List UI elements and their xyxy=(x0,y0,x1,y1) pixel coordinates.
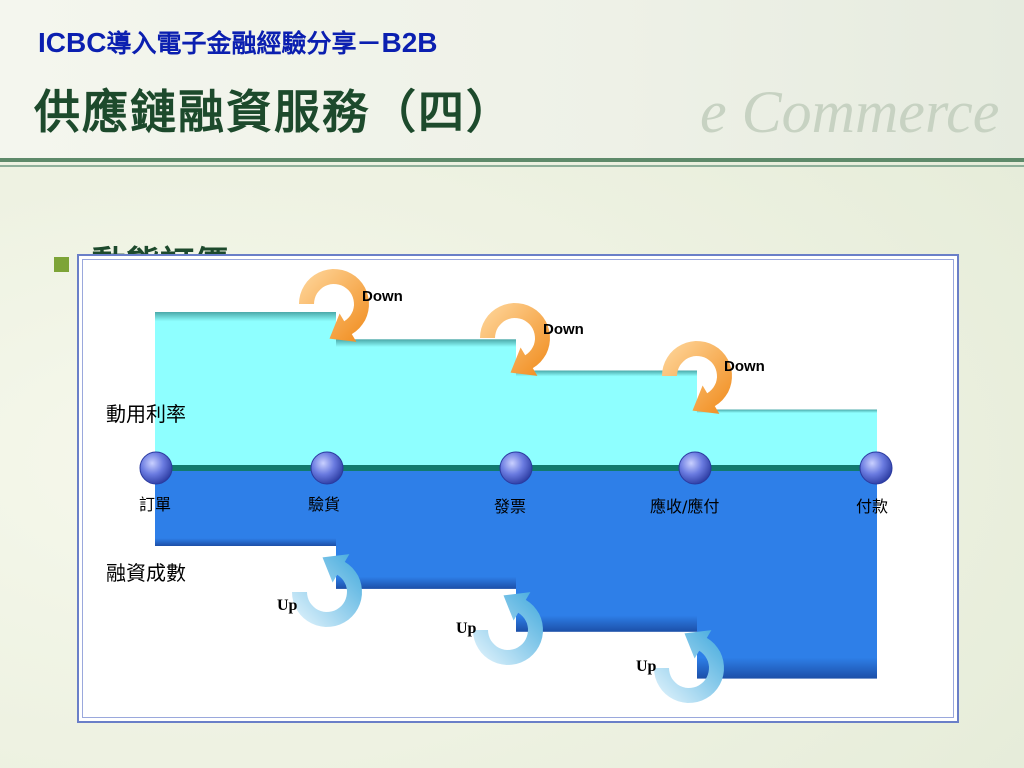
up-label-3: Up xyxy=(636,658,657,675)
up-arrow-icon-3 xyxy=(654,630,724,703)
subtitle-latin: ICBC xyxy=(38,27,107,58)
stage-label-receivable: 應收/應付 xyxy=(650,497,720,516)
down-arrow-icon-2 xyxy=(480,303,550,376)
diagram-frame-inner xyxy=(82,259,954,718)
stage-label-invoice: 發票 xyxy=(494,497,527,516)
up-arrow-icon-3-shape xyxy=(654,630,724,703)
up-arrow-icon-2-shape xyxy=(473,592,543,665)
rate-label: 動用利率 xyxy=(106,402,186,426)
down-label-1: Down xyxy=(362,288,403,305)
financing-step-1 xyxy=(155,468,336,546)
down-arrows xyxy=(299,269,732,414)
rate-step-4 xyxy=(697,409,877,468)
header-band xyxy=(0,0,1024,160)
up-arrow-icon-2 xyxy=(473,592,543,665)
down-arrow-icon-2-shape xyxy=(480,303,550,376)
down-arrow-icon-3 xyxy=(662,341,732,414)
financing-step-4 xyxy=(697,468,877,679)
stage-label-order: 訂單 xyxy=(139,495,172,514)
financing-step-3 xyxy=(516,468,697,632)
down-label-2: Down xyxy=(543,321,584,338)
stage-node-5 xyxy=(859,451,893,485)
header-divider xyxy=(0,158,1024,162)
financing-ratio-label: 融資成數 xyxy=(106,561,186,585)
stage-nodes xyxy=(139,451,893,485)
slide-subtitle: ICBC導入電子金融經驗分享－B2B xyxy=(38,24,437,60)
financing-steps xyxy=(155,468,877,679)
up-arrow-icon-1-shape xyxy=(292,554,362,627)
rate-step-2 xyxy=(336,339,516,468)
stage-label-inspection: 驗貨 xyxy=(308,495,341,514)
up-arrows xyxy=(292,554,724,703)
stage-node-4 xyxy=(678,451,712,485)
rate-steps xyxy=(155,312,877,468)
stage-node-3 xyxy=(499,451,533,485)
up-arrow-icon-1 xyxy=(292,554,362,627)
down-arrow-icon-1-shape xyxy=(299,269,369,342)
bullet-square-icon xyxy=(54,257,69,272)
down-label-3: Down xyxy=(724,358,765,375)
rate-step-3 xyxy=(516,370,697,468)
rate-step-1 xyxy=(155,312,336,468)
slide-title: 供應鏈融資服務（四） xyxy=(34,85,514,139)
stage-node-1 xyxy=(139,451,173,485)
financing-step-2 xyxy=(336,468,516,589)
stage-label-payment: 付款 xyxy=(856,497,889,516)
header-divider-thin xyxy=(0,165,1024,167)
up-label-2: Up xyxy=(456,620,477,637)
subtitle-tail: B2B xyxy=(381,27,438,58)
ecommerce-watermark: e Commerce xyxy=(700,79,1000,145)
subtitle-chinese: 導入電子金融經驗分享－ xyxy=(106,29,382,58)
up-label-1: Up xyxy=(277,597,298,614)
down-arrow-icon-1 xyxy=(299,269,369,342)
down-arrow-icon-3-shape xyxy=(662,341,732,414)
stage-node-2 xyxy=(310,451,344,485)
